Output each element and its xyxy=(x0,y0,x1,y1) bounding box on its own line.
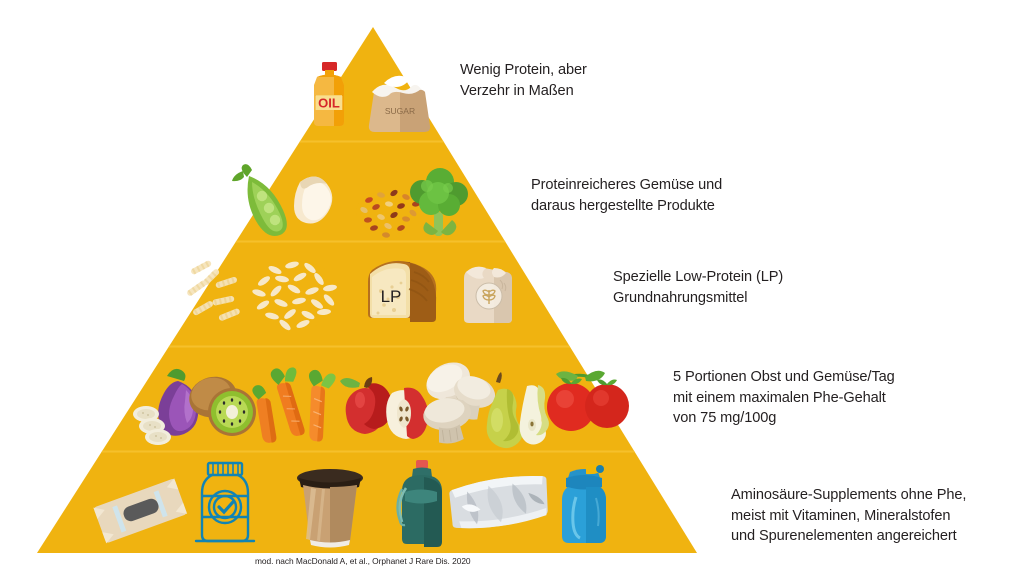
lp-bread-label: LP xyxy=(381,287,402,306)
supplement-bottle-icon xyxy=(194,461,256,543)
sugar-sack-icon: SUGAR xyxy=(368,75,431,132)
tier-2-label: Proteinreicheres Gemüse und daraus herge… xyxy=(531,177,723,214)
cashew-nut-icon xyxy=(294,176,333,224)
tomatoes-icon xyxy=(547,370,629,431)
tier-4-label: 5 Portionen Obst und Gemüse/Tag mit eine… xyxy=(673,369,895,426)
tier-4-icons xyxy=(133,362,629,449)
tier-5-label: Aminosäure-Supplements ohne Phe, meist m… xyxy=(731,487,967,544)
broccoli-icon xyxy=(410,168,468,236)
apple-half xyxy=(386,387,429,439)
bread-loaf-icon: LP xyxy=(368,260,437,322)
flour-bag-icon xyxy=(464,266,512,323)
pear-half xyxy=(519,385,549,445)
tier-1-label: Wenig Protein, aber Verzehr in Maßen xyxy=(460,62,587,99)
eggplant-slices xyxy=(133,406,171,445)
mushrooms-icon xyxy=(423,362,496,444)
tier-3-icons: LP xyxy=(187,260,512,331)
sugar-label: SUGAR xyxy=(385,106,415,116)
oil-bottle-icon: OIL xyxy=(314,62,344,126)
sport-bottle-icon xyxy=(396,460,442,547)
kiwi-icon xyxy=(189,376,256,436)
tier-5-icons xyxy=(93,460,606,548)
protein-bar-icon xyxy=(93,478,188,544)
source-citation: mod. nach MacDonald A, et al., Orphanet … xyxy=(255,556,471,566)
fusilli-pasta-icon xyxy=(187,260,240,321)
tier-1-icons: OIL SUGAR xyxy=(314,62,431,132)
legume-mix-icon xyxy=(356,189,424,238)
pea-pod-icon xyxy=(232,164,287,237)
shaker-bottle-icon xyxy=(562,464,606,543)
rice-grains-icon xyxy=(252,261,340,331)
foil-sachet-icon xyxy=(449,475,548,529)
pear-icon xyxy=(486,372,549,449)
oil-label: OIL xyxy=(318,96,340,111)
carrots-icon xyxy=(252,367,336,443)
coffee-cup-icon xyxy=(297,469,363,548)
tier-3-label: Spezielle Low-Protein (LP) Grundnahrungs… xyxy=(613,269,784,306)
tier-2-icons xyxy=(232,164,468,238)
tier-dividers xyxy=(37,140,697,453)
eggplant-icon xyxy=(133,368,199,445)
apple-icon xyxy=(340,377,429,439)
